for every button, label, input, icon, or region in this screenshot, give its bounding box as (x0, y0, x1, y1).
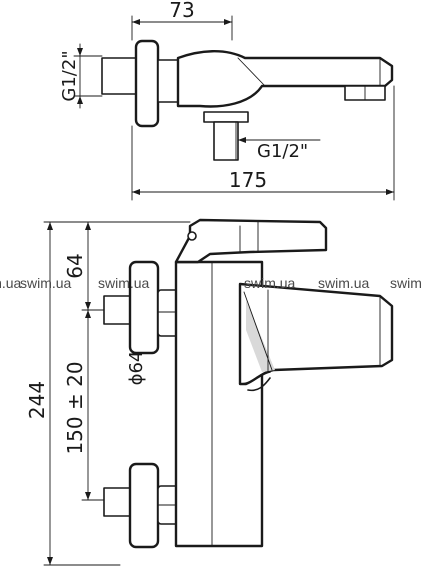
side-view: 244 64 150 ± 20 ϕ64 (25, 218, 394, 566)
outlet-nut (203, 111, 249, 123)
watermark: swim.ua (390, 275, 422, 291)
dimension-outlet-thread: G1/2" (237, 137, 321, 162)
watermark: swim.ua (318, 275, 370, 291)
outlet-pipe (213, 121, 239, 161)
dimension-244: 244 (25, 221, 191, 566)
dimension-inlet-thread-label: G1/2" (59, 50, 80, 101)
body-spindle-top (157, 59, 181, 103)
dimension-inlet-thread: G1/2" (59, 43, 103, 109)
dimension-175: 175 (131, 85, 395, 201)
watermark: swim.ua (20, 275, 72, 291)
dimension-73: 73 (131, 0, 233, 41)
dimension-244-label: 244 (25, 381, 49, 419)
handle-pivot (187, 231, 197, 241)
watermark: swim.ua (0, 275, 22, 291)
dimension-centre-distance: 150 ± 20 (63, 309, 109, 501)
lower-rosette (128, 462, 160, 549)
mixer-body-top (176, 50, 394, 108)
dimension-rosette-diameter-label: ϕ64 (126, 351, 147, 386)
rosette-top (134, 39, 160, 128)
watermark-row: swim.ua swim.ua swim.ua swim.ua swim.ua … (0, 275, 422, 291)
dimension-centre-distance-label: 150 ± 20 (63, 361, 87, 454)
dimension-175-label: 175 (229, 168, 267, 192)
watermark: swim.ua (244, 275, 296, 291)
top-view: 73 G1/2" G1/ (59, 0, 395, 201)
dimension-64-label: 64 (63, 253, 87, 278)
lever-handle (174, 218, 328, 264)
dimension-outlet-thread-label: G1/2" (257, 141, 308, 162)
inlet-pipe-top (101, 57, 137, 95)
watermark: swim.ua (98, 275, 150, 291)
dimension-64: 64 (63, 221, 91, 311)
dimension-73-label: 73 (169, 0, 194, 22)
